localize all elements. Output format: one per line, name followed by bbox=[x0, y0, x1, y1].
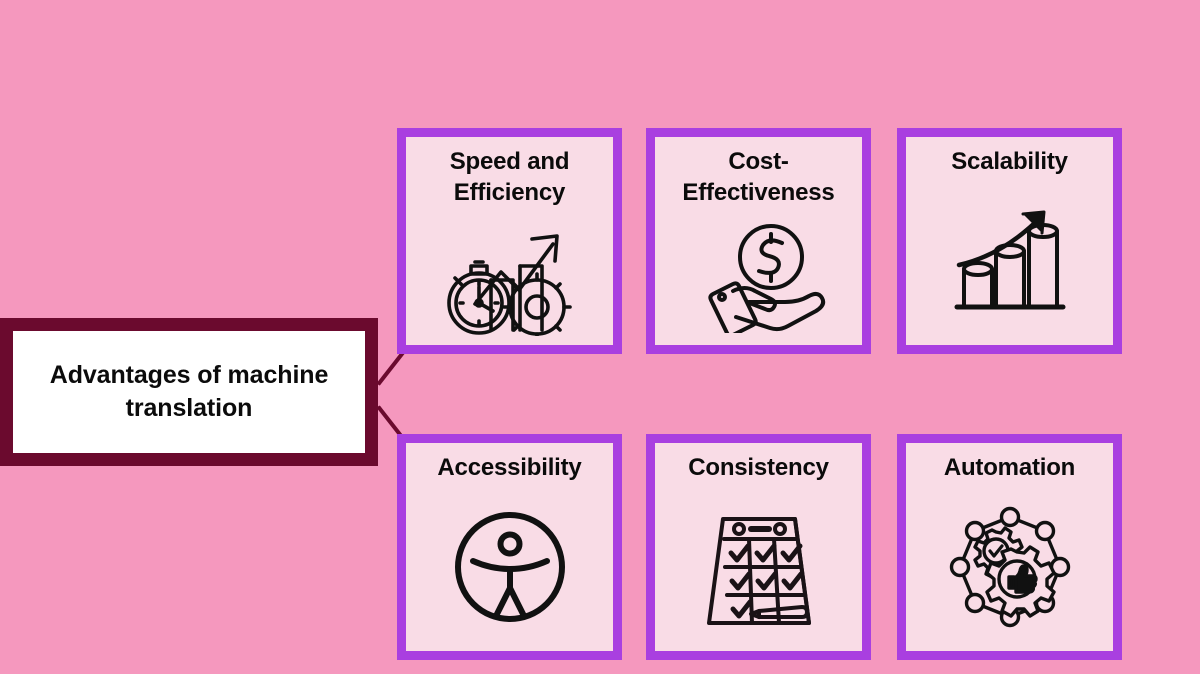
universal-accessibility-icon bbox=[406, 484, 613, 651]
card-title-cost-effectiveness: Cost-Effectiveness bbox=[682, 148, 835, 206]
root-node-label: Advantages of machine translation bbox=[49, 361, 329, 422]
card-title-scalability: Scalability bbox=[951, 148, 1068, 175]
growing-bar-chart-arrow-icon bbox=[906, 178, 1113, 345]
card-speed-and-efficiency[interactable]: Speed and Efficiency bbox=[397, 128, 622, 354]
card-title-automation: Automation bbox=[943, 454, 1076, 481]
root-node-advantages-of-machine-translation: Advantages of machine translation bbox=[0, 318, 378, 466]
card-title-speed-and-efficiency: Speed and Efficiency bbox=[449, 148, 570, 206]
gears-network-nodes-icon bbox=[906, 484, 1113, 651]
hand-holding-dollar-coin-icon bbox=[655, 208, 862, 345]
card-accessibility[interactable]: Accessibility bbox=[397, 434, 622, 660]
card-scalability[interactable]: Scalability bbox=[897, 128, 1122, 354]
card-title-consistency: Consistency bbox=[688, 454, 829, 481]
card-consistency[interactable]: Consistency bbox=[646, 434, 871, 660]
card-cost-effectiveness[interactable]: Cost-Effectiveness bbox=[646, 128, 871, 354]
card-title-accessibility: Accessibility bbox=[437, 454, 582, 481]
stopwatch-gear-growth-arrow-icon bbox=[406, 208, 613, 345]
card-grid: Speed and Efficiency bbox=[397, 128, 1122, 660]
card-automation[interactable]: Automation bbox=[897, 434, 1122, 660]
calendar-checklist-pencil-icon bbox=[655, 484, 862, 651]
